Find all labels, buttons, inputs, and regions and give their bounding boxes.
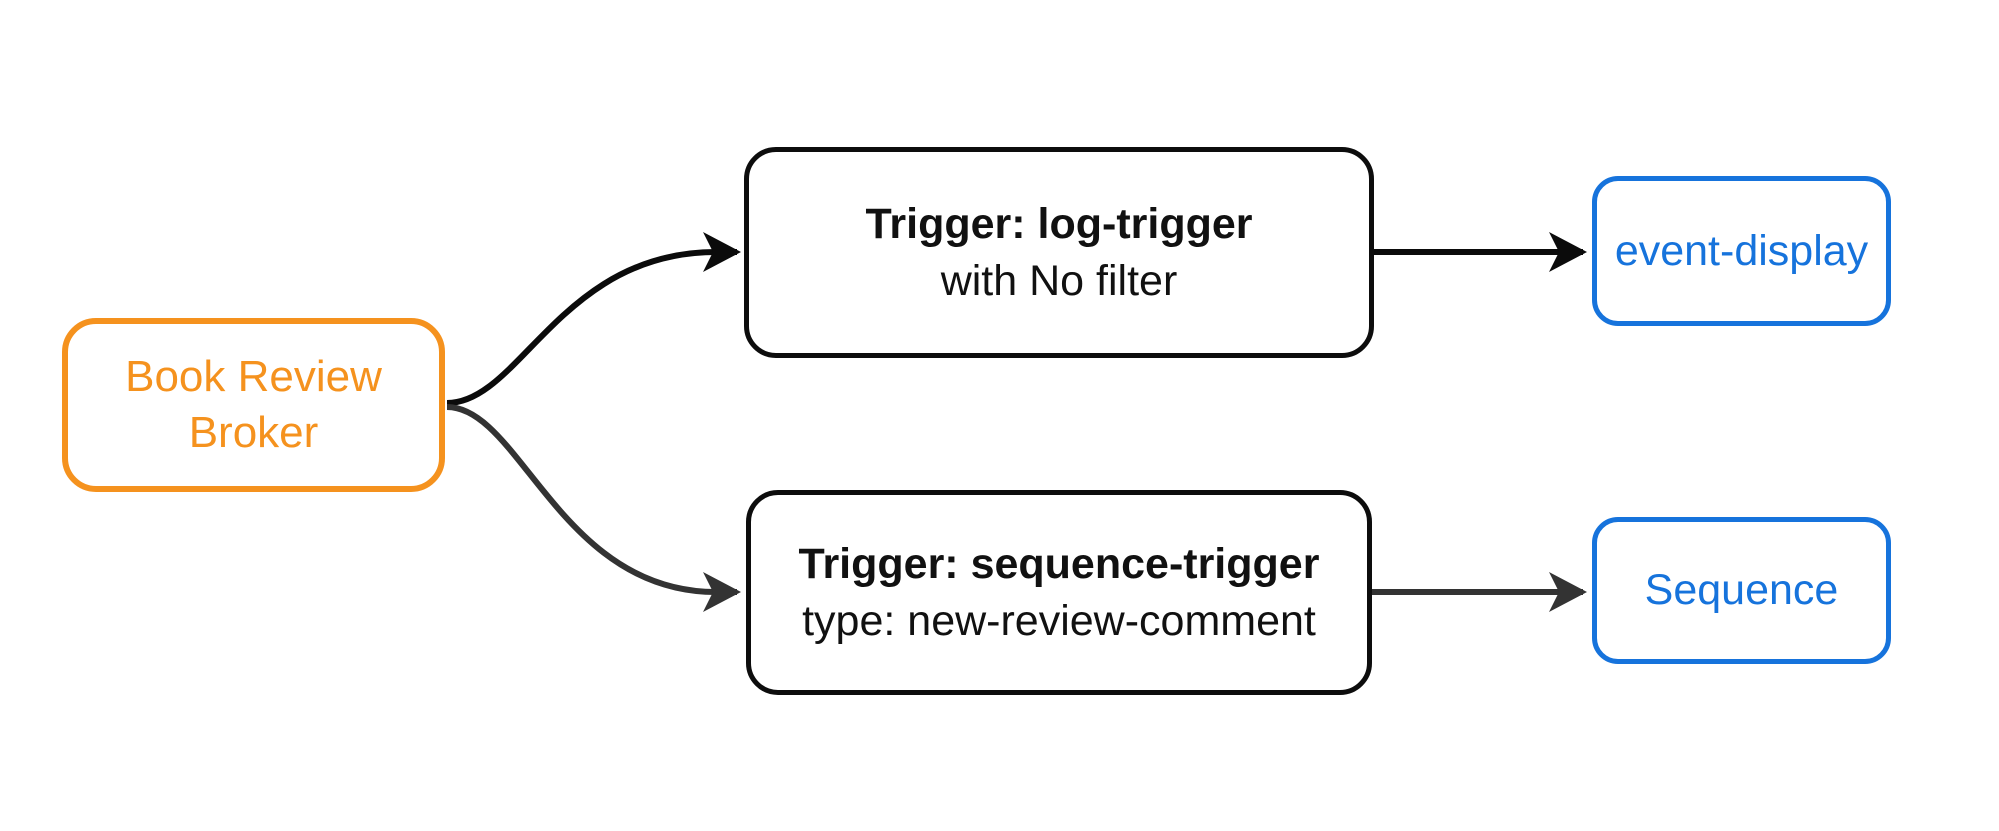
broker-label-line1: Book Review	[125, 351, 382, 401]
broker-node: Book Review Broker	[62, 318, 445, 492]
log-trigger-subtitle: with No filter	[940, 256, 1178, 305]
edge-broker-to-log-trigger	[446, 232, 741, 406]
edge-broker-to-sequence-trigger	[446, 404, 741, 612]
sequence-node: Sequence	[1592, 517, 1891, 664]
event-display-label: event-display	[1614, 226, 1869, 275]
log-trigger-node: Trigger: log-trigger with No filter	[744, 147, 1374, 358]
sequence-trigger-node: Trigger: sequence-trigger type: new-revi…	[746, 490, 1372, 695]
sequence-label: Sequence	[1644, 566, 1839, 614]
event-display-node: event-display	[1592, 176, 1891, 326]
sequence-trigger-title: Trigger: sequence-trigger	[798, 539, 1320, 588]
broker-label-line2: Broker	[188, 408, 319, 457]
sequence-trigger-subtitle: type: new-review-comment	[802, 596, 1316, 645]
log-trigger-title: Trigger: log-trigger	[865, 199, 1253, 248]
